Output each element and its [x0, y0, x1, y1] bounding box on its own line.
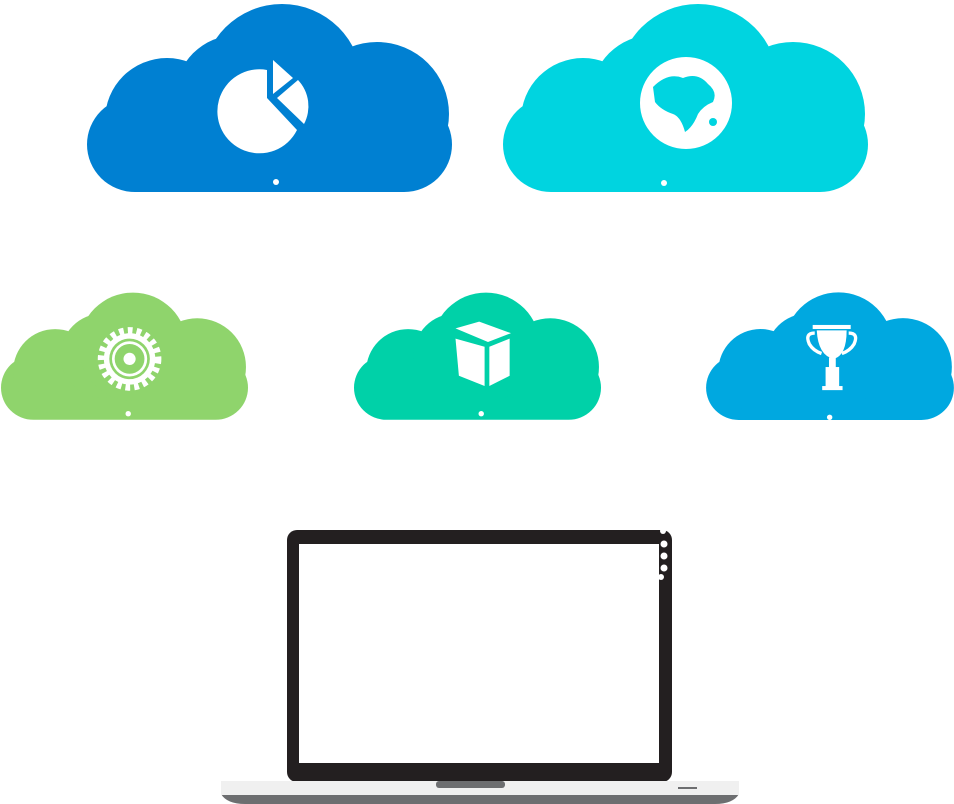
laptop-indicator [678, 787, 697, 789]
cloud-trophy [706, 292, 954, 420]
laptop-screen [299, 544, 659, 763]
globe-icon [640, 57, 732, 149]
cloud-analytics [87, 4, 452, 192]
box-icon [455, 321, 511, 386]
laptop-hinge-notch [436, 781, 505, 788]
bezel-dots [658, 528, 668, 580]
cloud-dot [826, 414, 833, 420]
cloud-dot [478, 410, 484, 417]
cloud-settings [1, 292, 248, 420]
cloud-dot [125, 410, 131, 417]
laptop-base-bottom [221, 794, 739, 804]
cloud-globe [503, 4, 868, 192]
cloud-dot [273, 179, 279, 185]
trophy-icon [806, 324, 858, 391]
gear-icon [97, 327, 162, 391]
cloud-package [354, 292, 601, 420]
cloud-dot [661, 180, 667, 186]
pie-chart-icon [217, 60, 309, 154]
